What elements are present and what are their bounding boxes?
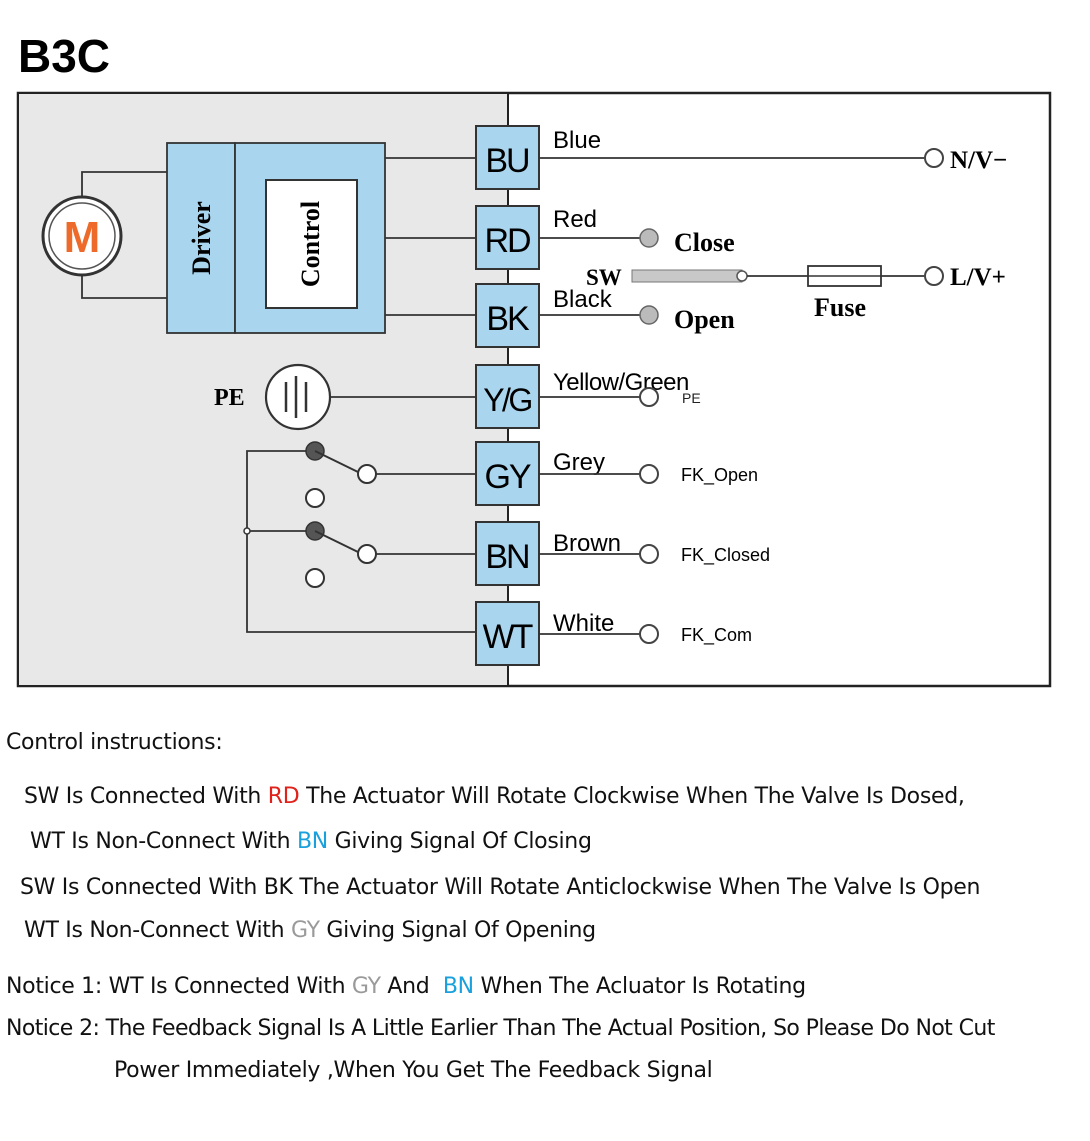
- notice-1: Notice 1: WT Is Connected With GY And BN…: [6, 974, 806, 999]
- open-contact: [639, 305, 659, 325]
- notice-1-text-a: Notice 1: WT Is Connected With: [6, 974, 352, 999]
- feedback-common-wire: [246, 450, 476, 633]
- wire-label-brown: Brown: [553, 530, 621, 557]
- close-label: Close: [674, 228, 735, 257]
- terminal-bk-code: BK: [486, 300, 530, 338]
- instruction-4-text-c: Giving Signal Of Opening: [319, 918, 596, 943]
- open-label: Open: [674, 305, 735, 334]
- notice-1-text-c: And: [380, 974, 443, 999]
- switch-lower: [305, 521, 377, 588]
- line-label: L/V+: [950, 264, 1006, 291]
- terminal-wt-code: WT: [483, 618, 533, 656]
- terminal-yg: Y/G: [475, 364, 540, 429]
- fk-open-contact: [639, 464, 659, 484]
- control-inner-box: [265, 179, 358, 309]
- wire-label-grey: Grey: [553, 449, 605, 476]
- motor-icon: M: [41, 195, 123, 277]
- motor-wire-top: [81, 171, 167, 197]
- terminal-bn-code: BN: [485, 538, 528, 576]
- fk-closed-contact: [639, 544, 659, 564]
- terminal-bk: BK: [475, 283, 540, 348]
- terminal-rd-code: RD: [484, 222, 530, 260]
- terminal-gy: GY: [475, 441, 540, 506]
- sw-lever: [631, 269, 743, 283]
- notice-1-highlight-bn: BN: [442, 974, 474, 999]
- instruction-1-text-a: SW Is Connected With: [24, 784, 268, 809]
- pe-contact: [639, 387, 659, 407]
- wire-label-white: White: [553, 610, 614, 637]
- terminal-bu-code: BU: [485, 142, 528, 180]
- pe-label: PE: [214, 385, 245, 411]
- fk-com-contact: [639, 624, 659, 644]
- wire-label-black: Black: [553, 286, 613, 313]
- instruction-2-text-a: WT Is Non-Connect With: [30, 829, 297, 854]
- neutral-label: N/V−: [950, 147, 1007, 174]
- instruction-1-highlight: RD: [267, 784, 300, 809]
- wiring-diagram: B3C M Driver Control PE: [16, 30, 1052, 688]
- wire-label-yellow-green: Yellow/Green: [553, 369, 689, 396]
- ground-icon: [264, 363, 332, 431]
- driver-box: [166, 142, 236, 334]
- switch-upper: [305, 441, 377, 508]
- fuse-label: Fuse: [814, 293, 866, 322]
- fk-open-label: FK_Open: [681, 465, 758, 486]
- wire-label-red: Red: [553, 206, 597, 233]
- terminal-wt: WT: [475, 601, 540, 666]
- terminal-point-line: [924, 266, 944, 286]
- notice-1-text-e: When The Acluator Is Rotating: [473, 974, 807, 999]
- instruction-line-3: SW Is Connected With BK The Actuator Wil…: [20, 875, 981, 900]
- motor-wire-bottom: [81, 275, 167, 299]
- driver-label: Driver: [187, 201, 216, 275]
- terminal-gy-code: GY: [484, 458, 530, 496]
- pe-small-label: PE: [682, 390, 701, 406]
- terminal-rd: RD: [475, 205, 540, 270]
- terminal-point-neutral: [924, 148, 944, 168]
- terminal-yg-code: Y/G: [483, 382, 531, 418]
- terminal-bu: BU: [475, 125, 540, 190]
- control-label: Control: [296, 201, 325, 287]
- motor-letter: M: [64, 213, 101, 262]
- instruction-2-text-c: Giving Signal Of Closing: [327, 829, 592, 854]
- sw-label: SW: [586, 265, 622, 290]
- instruction-line-2: WT Is Non-Connect With BN Giving Signal …: [30, 829, 592, 854]
- diagram-title: B3C: [18, 30, 110, 82]
- notice-2-line-1: Notice 2: The Feedback Signal Is A Littl…: [6, 1016, 995, 1041]
- wire-label-blue: Blue: [553, 127, 601, 154]
- notice-1-highlight-gy: GY: [351, 974, 381, 999]
- close-contact: [639, 228, 659, 248]
- fk-com-label: FK_Com: [681, 625, 752, 646]
- instruction-1-text-c: The Actuator Will Rotate Clockwise When …: [299, 784, 965, 809]
- notice-2-line-2: Power Immediately ,When You Get The Feed…: [114, 1058, 713, 1083]
- actuator-enclosure: [16, 91, 1052, 688]
- fk-closed-label: FK_Closed: [681, 545, 770, 566]
- instruction-4-text-a: WT Is Non-Connect With: [24, 918, 291, 943]
- instruction-line-1: SW Is Connected With RD The Actuator Wil…: [24, 784, 965, 809]
- terminal-bn: BN: [475, 521, 540, 586]
- instruction-4-highlight: GY: [290, 918, 320, 943]
- instruction-line-4: WT Is Non-Connect With GY Giving Signal …: [24, 918, 596, 943]
- instructions-heading: Control instructions:: [6, 730, 223, 755]
- sw-pivot: [736, 270, 748, 282]
- feedback-junction: [243, 527, 251, 535]
- instruction-2-highlight: BN: [296, 829, 328, 854]
